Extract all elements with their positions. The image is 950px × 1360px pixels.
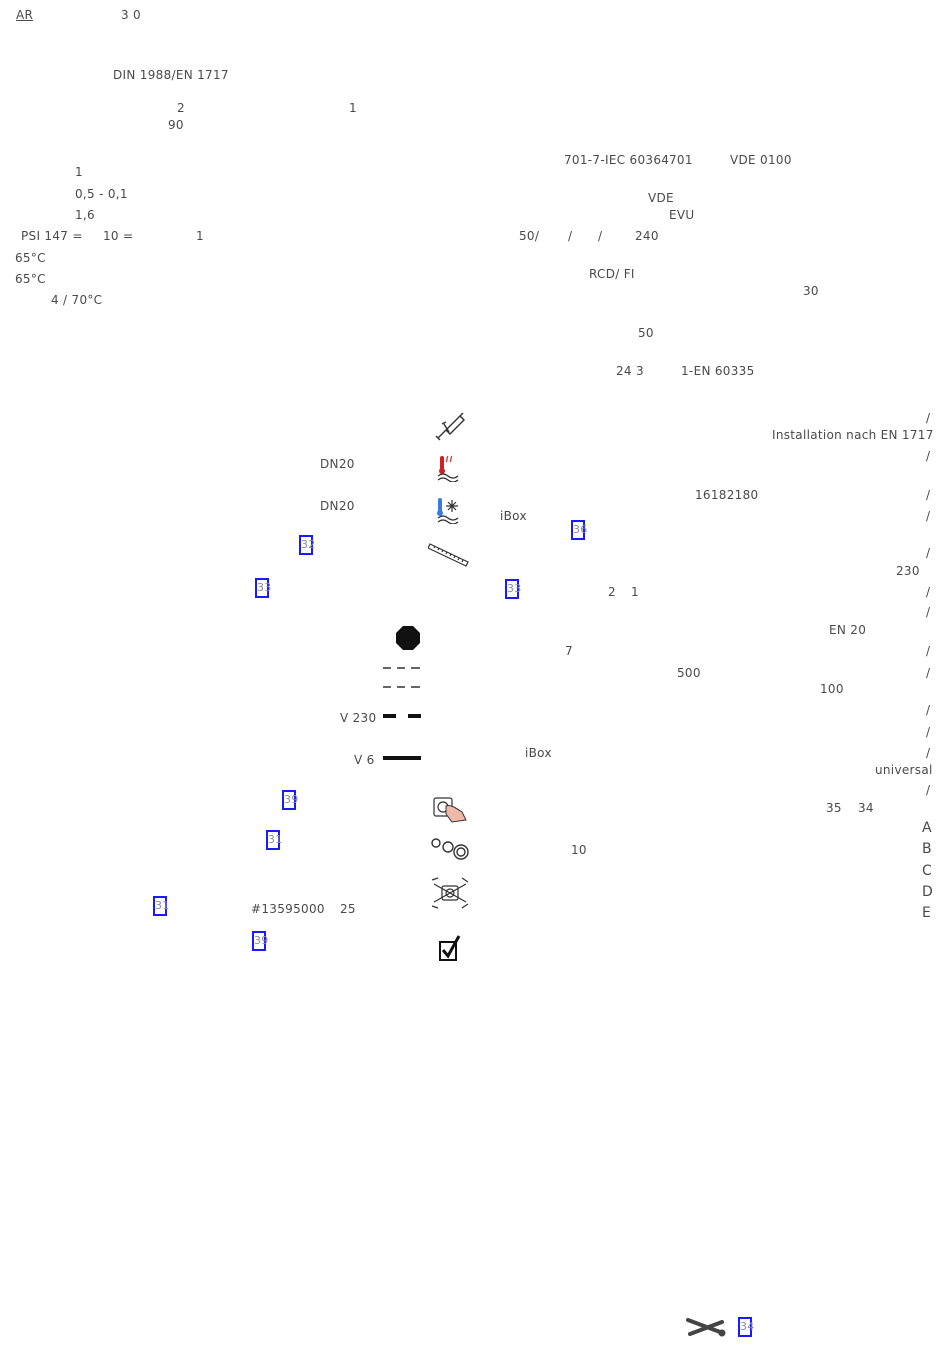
letter-e: E	[922, 905, 932, 921]
letter-c: C	[922, 863, 933, 879]
temp-1: 65°C	[15, 251, 46, 265]
spec-100: 100	[820, 682, 844, 696]
spec-2b: 2	[608, 585, 616, 599]
ref-31-link[interactable]: 31	[266, 830, 282, 850]
dn20-cold: DN20	[320, 499, 355, 513]
slash-b: /	[926, 449, 931, 463]
dn20-hot: DN20	[320, 457, 355, 471]
ten-label: 10 =	[103, 229, 134, 243]
psi-label: PSI 147 =	[21, 229, 83, 243]
spec-34: 34	[858, 801, 874, 815]
ref-36-link[interactable]: 36	[571, 520, 587, 540]
caulking-gun-icon	[435, 412, 465, 441]
rcd-label: RCD/ FI	[589, 267, 635, 281]
pressure-16: 1,6	[75, 208, 95, 222]
en-60335: 1-EN 60335	[681, 364, 755, 378]
evu-label: EVU	[669, 208, 695, 222]
pressure-range: 0,5 - 0,1	[75, 187, 128, 201]
spec-50: 50	[638, 326, 654, 340]
psi-1: 1	[196, 229, 204, 243]
slash-f: /	[926, 585, 931, 599]
part-16182180: 16182180	[695, 488, 759, 502]
slash-1: /	[568, 229, 573, 243]
slash-e: /	[926, 546, 931, 560]
ref-33-link[interactable]: 33	[255, 578, 271, 598]
checkbox-icon	[439, 935, 461, 961]
cold-water-icon	[437, 498, 459, 524]
dashed-line-icon	[383, 686, 420, 688]
spec-30: 30	[803, 284, 819, 298]
hand-button-icon	[433, 797, 467, 823]
ref-33-link-b[interactable]: 33	[505, 579, 521, 599]
universal-label: universal	[875, 763, 933, 777]
spec-2: 2	[177, 101, 185, 115]
spec-10: 10	[571, 843, 587, 857]
voltage-240: 240	[635, 229, 659, 243]
ref-34-link[interactable]: 34	[738, 1317, 754, 1337]
slash-j: /	[926, 703, 931, 717]
dash-line-icon	[383, 714, 421, 718]
tools-icon	[686, 1318, 726, 1337]
letter-a: A	[922, 820, 932, 836]
valve-assembly-icon	[431, 877, 469, 909]
temp-range: 4 / 70°C	[51, 293, 103, 307]
slash-2: /	[598, 229, 603, 243]
ref-39-link-b[interactable]: 39	[252, 931, 268, 951]
temp-2: 65°C	[15, 272, 46, 286]
slash-g: /	[926, 605, 931, 619]
ibox-label-b: iBox	[525, 746, 552, 760]
iec-standard: 701-7-IEC 60364	[564, 153, 670, 167]
hot-water-icon	[437, 455, 459, 482]
ibox-label: iBox	[500, 509, 527, 523]
slash-a: /	[926, 411, 931, 425]
ref-32-link[interactable]: 32	[299, 535, 315, 555]
spec-500: 500	[677, 666, 701, 680]
page-number: 3 0	[121, 8, 141, 22]
spec-90: 90	[168, 118, 184, 132]
doc-code: AR	[16, 8, 34, 22]
spec-1: 1	[349, 101, 357, 115]
letter-b: B	[922, 841, 932, 857]
ref-31-link-b[interactable]: 31	[153, 896, 169, 916]
standard-label: DIN 1988/EN 1717	[113, 68, 229, 82]
spec-24: 24 3	[616, 364, 644, 378]
vde-label: VDE	[648, 191, 674, 205]
spec-25: 25	[340, 902, 356, 916]
spec-35: 35	[826, 801, 842, 815]
en-20: EN 20	[829, 623, 867, 637]
frequency: 50/	[519, 229, 540, 243]
slash-l: /	[926, 746, 931, 760]
vde-0100: VDE 0100	[730, 153, 792, 167]
ruler-icon	[428, 543, 469, 567]
spec-701: 701	[669, 153, 693, 167]
slash-k: /	[926, 725, 931, 739]
fittings-icon	[431, 838, 469, 860]
pressure-1: 1	[75, 165, 83, 179]
slash-h: /	[926, 644, 931, 658]
dashed-line-icon	[383, 667, 420, 669]
voltage-230: V 230	[340, 711, 377, 725]
spec-1b: 1	[631, 585, 639, 599]
slash-i: /	[926, 666, 931, 680]
spec-7: 7	[565, 644, 573, 658]
part-number: #13595000	[251, 902, 325, 916]
solid-line-icon	[383, 756, 421, 760]
spec-230: 230	[896, 564, 920, 578]
ref-39-link[interactable]: 39	[282, 790, 298, 810]
slash-c: /	[926, 488, 931, 502]
installation-standard: Installation nach EN 1717	[772, 428, 934, 442]
voltage-6: V 6	[354, 753, 375, 767]
slash-d: /	[926, 509, 931, 523]
slash-m: /	[926, 783, 931, 797]
stop-octagon-icon	[396, 626, 420, 650]
letter-d: D	[922, 884, 934, 900]
